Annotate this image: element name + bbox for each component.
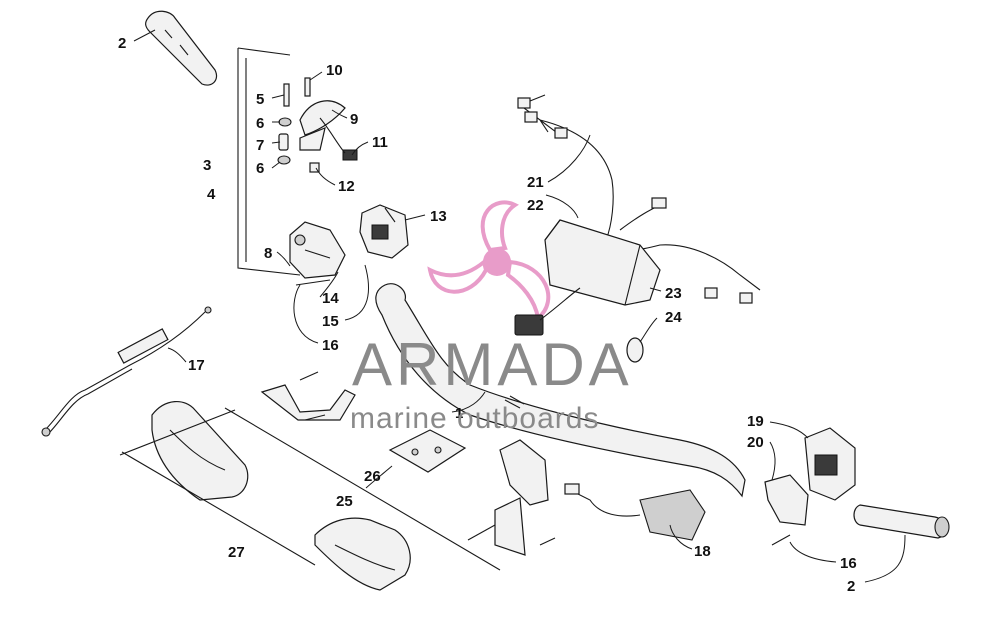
callout-20: 20 [747, 434, 764, 451]
callout-27: 27 [228, 544, 245, 561]
wiring-harness [517, 94, 761, 304]
callout-17: 17 [188, 357, 205, 374]
callout-12: 12 [338, 178, 355, 195]
handguard-right [314, 517, 411, 591]
callout-labels: 2 10 5 9 6 7 11 3 6 12 4 13 8 14 15 16 1… [118, 35, 857, 595]
callout-6-lower: 6 [256, 160, 264, 177]
callout-15: 15 [322, 313, 339, 330]
mount-bracket-left [260, 371, 356, 421]
callout-21: 21 [527, 174, 544, 191]
callout-24: 24 [665, 309, 682, 326]
callout-11: 11 [372, 134, 388, 151]
callout-22: 22 [527, 197, 544, 214]
callout-16-right: 16 [840, 555, 857, 572]
callout-4: 4 [207, 186, 216, 203]
watermark-tagline: marine outboards [350, 402, 599, 435]
callout-7: 7 [256, 137, 264, 154]
callout-2-left: 2 [118, 35, 126, 52]
throttle-housing [359, 204, 409, 259]
clamp-plate [388, 429, 467, 473]
callout-5: 5 [256, 91, 264, 108]
right-switch-housing [764, 427, 856, 546]
control-module [514, 219, 661, 363]
callout-8: 8 [264, 245, 272, 262]
watermark-propeller-logo [427, 200, 551, 322]
callout-14: 14 [322, 290, 339, 307]
watermark-name: ARMADA [352, 331, 633, 398]
callout-3: 3 [203, 157, 211, 174]
callout-2-right: 2 [847, 578, 855, 595]
handguard-left [151, 401, 249, 501]
watermark-text: ARMADA marine outboards [350, 331, 633, 435]
callout-9: 9 [350, 111, 358, 128]
left-grip [145, 10, 218, 86]
right-grip [853, 504, 950, 539]
left-switch-housing [289, 221, 346, 286]
callout-13: 13 [430, 208, 447, 225]
handlebar [375, 283, 746, 498]
callout-6-upper: 6 [256, 115, 264, 132]
callout-10: 10 [326, 62, 343, 79]
grip-heater-element [564, 483, 706, 541]
callout-26: 26 [364, 468, 381, 485]
handguard-mount-frames [119, 407, 501, 571]
callout-19: 19 [747, 413, 764, 430]
leader-lines [133, 29, 906, 583]
callout-23: 23 [665, 285, 682, 302]
lever-assembly-bracket [237, 47, 301, 276]
lever-small-parts [277, 77, 358, 173]
throttle-cable [41, 306, 212, 437]
callout-25: 25 [336, 493, 353, 510]
callout-1: 1 [455, 405, 463, 422]
callout-16-left: 16 [322, 337, 339, 354]
callout-18: 18 [694, 543, 711, 560]
mount-bracket-right [467, 439, 556, 556]
